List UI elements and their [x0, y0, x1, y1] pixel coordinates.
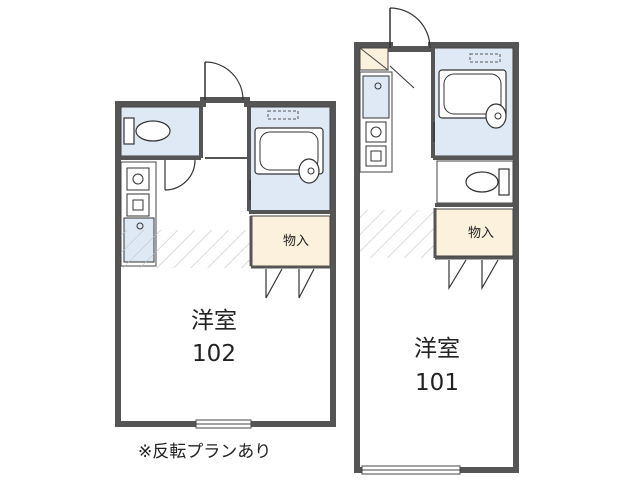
reverse-plan-note: ※反転プランあり [138, 442, 271, 462]
unit-102-outer-wall [115, 97, 336, 427]
unit-101-storage-label: 物入 [468, 226, 494, 241]
unit-102: 物入 洋室 102 [115, 61, 336, 429]
toilet-icon [465, 168, 510, 196]
bathtub-icon [438, 69, 507, 119]
unit-102-room-type: 洋室 [191, 308, 237, 334]
entrance-door-icon [389, 7, 431, 49]
unit-101-storage [435, 208, 514, 257]
unit-102-storage [250, 215, 331, 267]
kitchen-counter-icon [359, 71, 393, 173]
unit-102-number: 102 [192, 341, 236, 367]
unit-101: 物入 洋室 101 [354, 7, 519, 475]
ventilation-fan-icon [267, 110, 299, 120]
toilet-icon [123, 117, 171, 145]
closet-door-icon [265, 268, 315, 299]
washbasin-icon [298, 158, 320, 184]
unit-102-window-icon [195, 419, 252, 429]
unit-102-storage-label: 物入 [283, 234, 309, 249]
washbasin-icon [485, 103, 507, 129]
closet-door-icon [448, 259, 499, 291]
ventilation-fan-icon [469, 53, 501, 63]
unit-101-number: 101 [415, 370, 459, 396]
toilet-door-icon [164, 159, 196, 191]
unit-101-room-type: 洋室 [414, 336, 460, 362]
unit-101-window-icon [361, 465, 461, 475]
entrance-door-icon [204, 61, 244, 101]
